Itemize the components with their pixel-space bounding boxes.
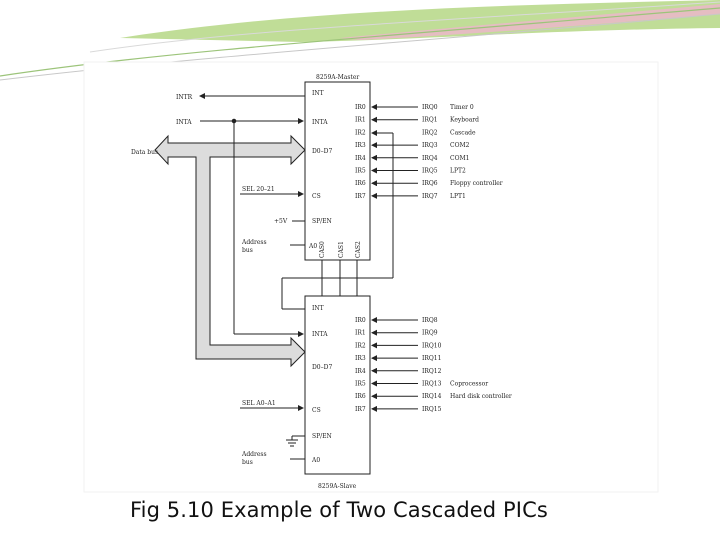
slave-ir-label-0: IR0 — [355, 317, 366, 324]
master-irq-label-0: IRQ0 — [422, 104, 438, 111]
slave-device-label-6: Hard disk controller — [450, 393, 512, 400]
slave-irq-label-7: IRQ15 — [422, 406, 442, 413]
slave-pin-spen: SP/EN — [312, 433, 332, 440]
master-ir-label-5: IR5 — [355, 168, 366, 175]
slave-ir-label-6: IR6 — [355, 393, 366, 400]
master-device-label-2: Cascade — [450, 129, 476, 136]
master-device-label-3: COM2 — [450, 142, 470, 149]
master-irq-label-4: IRQ4 — [422, 155, 438, 162]
slave-pin-inta: INTA — [312, 331, 328, 338]
master-ir-label-0: IR0 — [355, 104, 366, 111]
master-cas1: CAS1 — [338, 241, 345, 258]
slave-pin-a0: A0 — [311, 457, 320, 464]
master-ir-label-3: IR3 — [355, 142, 366, 149]
master-irq-label-5: IRQ5 — [422, 168, 438, 175]
slave-irq-label-3: IRQ11 — [422, 355, 441, 362]
master-chip — [304, 81, 371, 261]
slide-panel — [83, 61, 659, 493]
master-device-label-6: Floppy controller — [450, 180, 503, 187]
master-title: 8259A-Master — [316, 74, 359, 81]
slave-ir-label-4: IR4 — [355, 368, 366, 375]
master-device-label-0: Timer 0 — [450, 104, 474, 111]
master-ir-label-6: IR6 — [355, 180, 366, 187]
slave-pin-int: INT — [312, 305, 324, 312]
sel-slave-label: SEL A0–A1 — [242, 400, 276, 407]
master-ir-label-4: IR4 — [355, 155, 366, 162]
master-irq-label-2: IRQ2 — [422, 129, 438, 136]
slave-irq-label-4: IRQ12 — [422, 368, 442, 375]
slave-pin-cs: CS — [312, 407, 321, 414]
master-irq-label-6: IRQ6 — [422, 180, 438, 187]
slave-device-label-5: Coprocessor — [450, 381, 488, 388]
master-cas0: CAS0 — [319, 241, 326, 258]
master-pin-d: D0–D7 — [312, 148, 332, 155]
addr-master-1: Address — [241, 239, 267, 246]
master-cas-pins: CAS0 CAS1 CAS2 — [319, 241, 362, 258]
master-device-label-7: LPT1 — [450, 193, 466, 200]
master-ir-label-2: IR2 — [355, 129, 366, 136]
master-ir-label-7: IR7 — [355, 193, 366, 200]
slave-ir-label-7: IR7 — [355, 406, 366, 413]
slave-ir-label-2: IR2 — [355, 342, 366, 349]
top-banner — [0, 0, 720, 81]
addr-slave-1: Address — [241, 451, 267, 458]
addr-master-2: bus — [242, 247, 253, 254]
figure-caption: Fig 5.10 Example of Two Cascaded PICs — [130, 498, 548, 522]
addr-slave-2: bus — [242, 459, 253, 466]
master-ir-label-1: IR1 — [355, 117, 366, 124]
sel-master-label: SEL 20–21 — [242, 186, 275, 193]
slave-irq-label-6: IRQ14 — [422, 393, 442, 400]
master-device-label-1: Keyboard — [450, 117, 479, 124]
slave-ir-label-1: IR1 — [355, 330, 366, 337]
slave-irq-label-2: IRQ10 — [422, 342, 442, 349]
master-pin-spen: SP/EN — [312, 218, 332, 225]
master-device-label-4: COM1 — [450, 155, 469, 162]
slave-title: 8259A-Slave — [318, 483, 357, 490]
master-wires — [199, 93, 394, 337]
data-bus — [154, 134, 306, 368]
master-irq-label-1: IRQ1 — [422, 117, 438, 124]
slave-chip — [304, 295, 371, 475]
master-irq-label-3: IRQ3 — [422, 142, 438, 149]
master-pin-int: INT — [312, 90, 324, 97]
slave-irq-label-5: IRQ13 — [422, 381, 442, 388]
slave-irq-label-1: IRQ9 — [422, 330, 438, 337]
slave-pin-d: D0–D7 — [312, 364, 332, 371]
vcc-label: +5V — [274, 218, 288, 225]
slave-ir-label-5: IR5 — [355, 381, 366, 388]
intr-label: INTR — [176, 94, 193, 101]
slave-ir-label-3: IR3 — [355, 355, 366, 362]
master-cas2: CAS2 — [355, 241, 362, 258]
slave-irq-label-0: IRQ8 — [422, 317, 438, 324]
master-pin-inta: INTA — [312, 119, 328, 126]
master-device-label-5: LPT2 — [450, 168, 466, 175]
master-pin-cs: CS — [312, 193, 321, 200]
databus-label: Data bus — [131, 149, 158, 156]
inta-label: INTA — [176, 119, 192, 126]
master-irq-label-7: IRQ7 — [422, 193, 438, 200]
master-pin-a0: A0 — [308, 243, 317, 250]
slave-wires — [240, 405, 305, 460]
